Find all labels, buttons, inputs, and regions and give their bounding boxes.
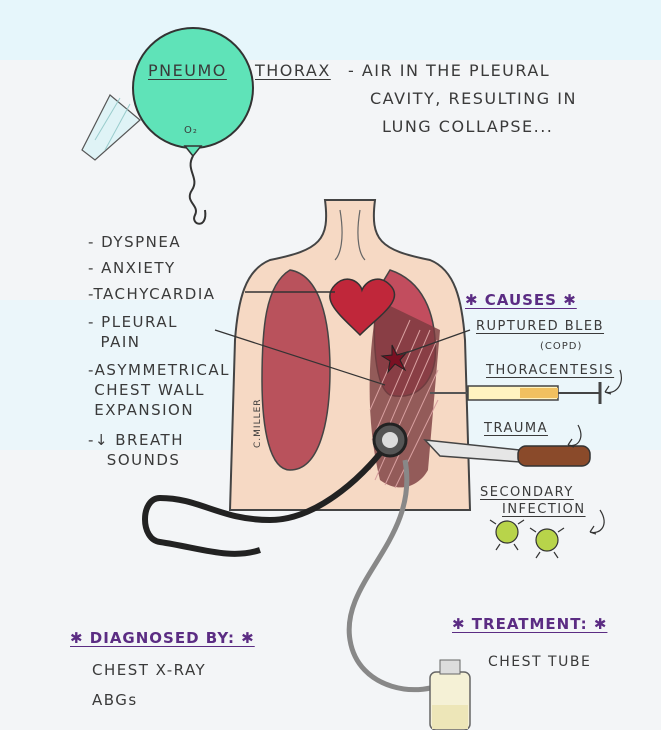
symptom-pleural: - PLEURAL	[88, 312, 178, 333]
symptom-dyspnea: - DYSPNEA	[88, 232, 181, 253]
balloon-icon	[82, 28, 253, 224]
definition-line-3: LUNG COLLAPSE...	[382, 116, 553, 137]
signature: C.MILLER	[248, 398, 269, 448]
treatment-item-chest-tube: CHEST TUBE	[488, 652, 591, 673]
cause-thoracentesis: THORACENTESIS	[486, 360, 614, 381]
symptom-chest-wall: CHEST WALL	[88, 380, 205, 401]
treatment-heading: ✱ TREATMENT: ✱	[452, 614, 607, 635]
cause-infection: INFECTION	[502, 499, 586, 520]
title-thorax: THORAX	[255, 60, 331, 81]
cause-copd: (COPD)	[540, 336, 582, 357]
symptom-sounds: SOUNDS	[88, 450, 180, 471]
cause-ruptured-bleb: RUPTURED BLEB	[476, 316, 604, 337]
symptom-anxiety: - ANXIETY	[88, 258, 176, 279]
balloon-label: O₂	[184, 120, 198, 141]
arrow-icon	[590, 510, 604, 534]
symptom-breath: -↓ BREATH	[88, 430, 184, 451]
diagnosed-item-xray: CHEST X-RAY	[92, 660, 206, 681]
symptom-asymmetrical: -ASYMMETRICAL	[88, 360, 230, 381]
symptom-tachycardia: -TACHYCARDIA	[88, 284, 216, 305]
definition-line-2: CAVITY, RESULTING IN	[370, 88, 577, 109]
definition-line-1: - AIR IN THE PLEURAL	[348, 60, 550, 81]
cause-trauma: TRAUMA	[484, 418, 548, 439]
diagnosed-item-abgs: ABGs	[92, 690, 138, 711]
germ-icon	[490, 520, 564, 558]
symptom-pain: PAIN	[88, 332, 141, 353]
causes-heading: ✱ CAUSES ✱	[465, 290, 577, 311]
arrow-icon	[568, 425, 581, 447]
title-pneumo: PNEUMO	[148, 60, 227, 81]
lung-normal	[262, 270, 330, 470]
diagnosed-heading: ✱ DIAGNOSED BY: ✱	[70, 628, 255, 649]
symptom-expansion: EXPANSION	[88, 400, 194, 421]
